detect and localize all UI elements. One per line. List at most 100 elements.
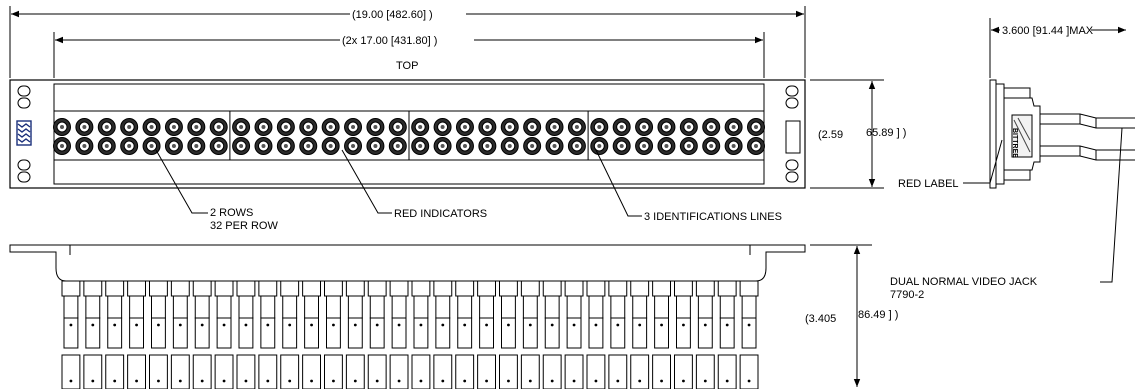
module-top xyxy=(302,280,321,297)
module-dot xyxy=(310,379,313,383)
jack-pin xyxy=(440,144,445,148)
module-top xyxy=(542,280,562,297)
module-top xyxy=(367,280,387,297)
jack-pin xyxy=(597,144,602,148)
module-lower xyxy=(632,317,648,349)
module-lower xyxy=(238,317,254,349)
module-dot xyxy=(332,323,335,327)
module-dot xyxy=(200,323,204,327)
module-lower xyxy=(216,317,232,349)
module-lower xyxy=(107,317,123,349)
jack-pin xyxy=(328,125,333,129)
module-dot xyxy=(288,323,292,327)
rows-label-line2: 32 PER ROW xyxy=(210,220,278,232)
module-dot xyxy=(682,379,685,383)
module-dot xyxy=(441,379,445,383)
module-dot xyxy=(353,323,357,327)
module-top xyxy=(564,280,584,297)
module-body xyxy=(741,295,757,319)
module-dot xyxy=(660,323,663,327)
jack-pin xyxy=(754,144,758,148)
depth-dimension xyxy=(810,244,872,387)
module-top xyxy=(345,280,365,297)
jack-pin xyxy=(82,125,87,129)
module-top xyxy=(477,280,496,297)
jack-pin xyxy=(642,125,647,129)
jack-pin xyxy=(642,144,647,148)
module-rear xyxy=(389,354,409,389)
module-rear xyxy=(586,354,606,389)
module-rear xyxy=(192,354,212,389)
mount-slot xyxy=(785,171,799,183)
jack-pin xyxy=(709,125,714,129)
module-rear xyxy=(717,354,737,389)
module-rear xyxy=(149,354,168,389)
module-body xyxy=(260,295,276,319)
module-dot xyxy=(725,323,729,327)
module-dot xyxy=(157,379,160,383)
jack-pin xyxy=(149,125,154,129)
module-body xyxy=(151,295,166,319)
module-lower xyxy=(151,317,166,349)
module-top xyxy=(455,280,475,297)
side-module-brand: BITTREE xyxy=(1011,128,1018,158)
module-dot xyxy=(266,379,270,383)
module-dot xyxy=(703,379,707,383)
module-body xyxy=(544,295,560,319)
jack-pin xyxy=(60,125,64,129)
module-body xyxy=(172,295,188,319)
module-lower xyxy=(435,317,451,349)
module-lower xyxy=(610,317,626,349)
module-body xyxy=(63,295,79,319)
jack-pin xyxy=(373,144,378,148)
jack-pin xyxy=(507,144,512,148)
module-top xyxy=(499,280,518,297)
jack-pin xyxy=(171,144,176,148)
module-dot xyxy=(747,379,751,383)
module-lower xyxy=(369,317,385,349)
module-body xyxy=(676,295,691,319)
module-body xyxy=(369,295,385,319)
module-dot xyxy=(747,323,751,327)
module-rear xyxy=(695,354,715,389)
module-body xyxy=(566,295,582,319)
module-top xyxy=(192,280,212,297)
top-view-label: TOP xyxy=(396,60,418,72)
module-dot xyxy=(703,323,707,327)
module-rear xyxy=(477,354,496,389)
module-top xyxy=(389,280,409,297)
module-lower xyxy=(479,317,494,349)
rows-label-line1: 2 ROWS xyxy=(210,207,253,219)
module-rear xyxy=(455,354,475,389)
module-body xyxy=(610,295,626,319)
identification-lines-label: 3 IDENTIFICATIONS LINES xyxy=(644,211,782,223)
module-top xyxy=(739,280,759,297)
module-rear xyxy=(127,354,146,389)
module-top xyxy=(411,280,431,297)
inner-width-label: (2x 17.00 [431.80] ) xyxy=(342,35,437,47)
module-body xyxy=(435,295,451,319)
module-top xyxy=(61,280,81,297)
module-top xyxy=(674,280,693,297)
jack-pin xyxy=(283,125,288,129)
module-top xyxy=(520,280,540,297)
module-rear xyxy=(214,354,234,389)
module-top xyxy=(83,280,103,297)
jack-pin xyxy=(530,144,535,148)
jack-pin xyxy=(530,125,535,129)
jack-pin xyxy=(104,125,109,129)
module-rear xyxy=(105,354,125,389)
module-top xyxy=(280,280,300,297)
module-lower xyxy=(588,317,604,349)
mount-slot xyxy=(17,159,31,171)
module-body xyxy=(697,295,713,319)
mount-slot xyxy=(17,97,31,109)
module-rear xyxy=(302,354,321,389)
jack-pin xyxy=(127,125,132,129)
module-dot xyxy=(419,323,423,327)
module-rear xyxy=(280,354,300,389)
module-dot xyxy=(288,379,292,383)
module-dot xyxy=(660,379,663,383)
callout-leaders xyxy=(155,149,642,217)
module-top xyxy=(127,280,146,297)
